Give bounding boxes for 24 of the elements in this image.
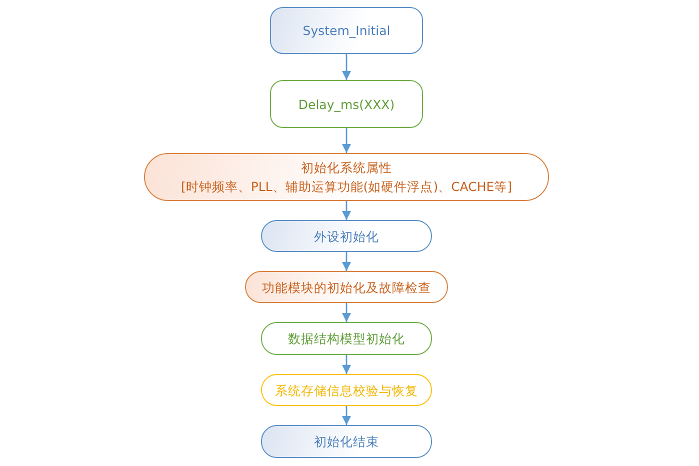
process-box: [144, 153, 549, 201]
process-box: [270, 80, 423, 128]
process-box: [261, 374, 432, 406]
step-label: Delay_ms(XXX): [298, 96, 395, 114]
arrow: [342, 128, 351, 153]
step-label: System_Initial: [302, 22, 390, 40]
step-label: 外设初始化: [314, 228, 379, 246]
step-title: 初始化系统属性: [301, 159, 392, 177]
step-label: 数据结构模型初始化: [288, 330, 405, 348]
step-label: 系统存储信息校验与恢复: [275, 382, 418, 400]
step-detail: [时钟频率、PLL、辅助运算功能(如硬件浮点)、CACHE等]: [180, 178, 512, 196]
step-label: 初始化结束: [314, 433, 379, 451]
arrow: [342, 54, 351, 80]
arrow: [342, 303, 351, 322]
process-box: [261, 220, 432, 252]
arrow: [342, 252, 351, 271]
process-box: [261, 322, 432, 355]
arrow: [342, 201, 351, 220]
arrow: [342, 406, 351, 425]
step-label: 功能模块的初始化及故障检查: [262, 278, 431, 296]
start-box: [270, 7, 423, 54]
arrow: [342, 355, 351, 374]
process-box: [245, 271, 448, 303]
end-box: [261, 425, 432, 458]
